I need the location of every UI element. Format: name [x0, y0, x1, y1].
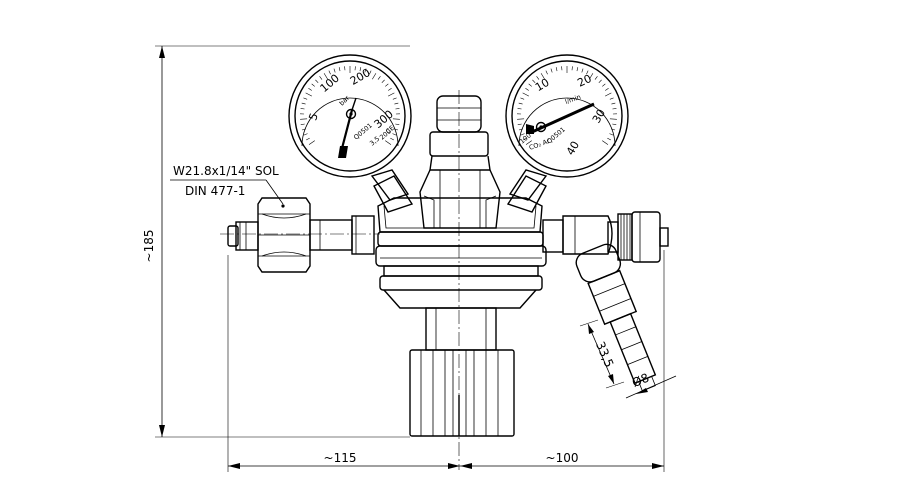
gauge-tick — [517, 123, 522, 125]
gauge-tick — [333, 68, 336, 73]
gauge-tick — [525, 140, 532, 145]
gauge-tick — [525, 87, 529, 91]
gauge-tick — [576, 67, 579, 72]
gauge-tick — [517, 108, 522, 110]
regulator-body — [373, 95, 547, 437]
gauge-tick — [381, 79, 385, 83]
gauge-tick — [377, 76, 381, 80]
outlet-assembly: 33,5 Ø8 — [542, 211, 677, 399]
width-dimensions: ~115 ~100 — [227, 250, 665, 472]
gauge-tick — [518, 128, 523, 131]
gauge-tick — [369, 70, 372, 75]
gauge-tick — [609, 133, 614, 136]
gauge-tick — [540, 73, 545, 80]
gauge-tick — [609, 97, 614, 100]
gauge-tick — [301, 102, 306, 105]
gauge-tick — [611, 102, 616, 105]
gauge-tick — [395, 123, 400, 125]
hose-diameter-label: Ø8 — [630, 371, 651, 390]
gauge-tick — [308, 140, 315, 145]
gauge-tick — [536, 76, 540, 80]
gauge-tick — [520, 133, 525, 136]
gauge-tick — [390, 137, 394, 141]
hose-length-label: 33,5 — [593, 339, 616, 369]
left-gauge-scale-200: 200 — [348, 66, 373, 88]
gauge-tick — [394, 128, 399, 131]
gauge-tick — [392, 133, 397, 136]
right-gauge-scale-30: 30 — [590, 107, 608, 126]
gauge-tick — [602, 83, 606, 87]
left-gauge: 5 100 200 300 bar Q0501 3,5 200 CE — [288, 54, 412, 178]
gauge-tick — [545, 70, 548, 75]
left-gauge-unit: bar — [338, 94, 352, 108]
gauge-tick — [306, 137, 310, 141]
gauge-tick — [607, 137, 611, 141]
left-width-label: ~115 — [324, 451, 357, 465]
gauge-tick — [388, 87, 392, 91]
gauge-tick — [589, 73, 594, 80]
right-gauge: 10 20 30 40 l/min Q0501 CO₂ Ar 100 — [505, 54, 629, 178]
gauge-tick — [611, 128, 616, 131]
gauge-tick — [522, 92, 529, 97]
gauge-tick — [303, 133, 308, 136]
gauge-tick — [594, 76, 598, 80]
gauge-tick — [550, 68, 553, 73]
right-width-label: ~100 — [546, 451, 579, 465]
gauge-tick — [338, 67, 341, 72]
right-gauge-gas: CO₂ Ar — [528, 137, 551, 152]
connection-thread-label: W21.8x1/14" SOL — [173, 164, 279, 178]
right-gauge-collar — [508, 169, 548, 201]
gauge-tick — [392, 97, 397, 100]
gauge-tick — [385, 83, 389, 87]
gauge-tick — [612, 123, 617, 125]
right-gauge-scale-10: 10 — [533, 76, 552, 94]
gauge-tick — [311, 83, 315, 87]
gauge-tick — [308, 87, 312, 91]
gauge-tick — [385, 140, 392, 145]
left-gauge-ce-mark: CE — [384, 124, 396, 136]
gauge-tick — [518, 102, 523, 105]
gauge-tick — [605, 92, 612, 97]
gauge-tick — [388, 92, 395, 97]
gauge-tick — [605, 87, 609, 91]
gauge-tick — [528, 83, 532, 87]
gauge-tick — [364, 68, 367, 73]
connection-standard-label: DIN 477-1 — [185, 184, 245, 198]
gauge-tick — [300, 123, 305, 125]
right-gauge-unit: l/min — [564, 93, 582, 106]
left-gauge-scale-100: 100 — [318, 72, 342, 95]
left-gauge-collar — [370, 169, 410, 201]
gauge-tick — [555, 67, 558, 72]
gauge-tick — [305, 92, 312, 97]
height-dimension: ~185 — [142, 45, 410, 438]
gauge-tick — [323, 73, 328, 80]
gauge-tick — [359, 67, 362, 72]
gauge-tick — [372, 73, 377, 80]
gauge-tick — [602, 140, 609, 145]
gauge-tick — [612, 108, 617, 110]
right-gauge-scale-20: 20 — [575, 72, 593, 90]
right-gauge-scale-40: 40 — [564, 139, 582, 158]
gauge-tick — [303, 97, 308, 100]
gauge-tick — [523, 137, 527, 141]
gauge-tick — [586, 70, 589, 75]
gauge-tick — [532, 79, 536, 83]
gauge-tick — [581, 68, 584, 73]
gauge-tick — [395, 108, 400, 110]
gauge-tick — [328, 70, 331, 75]
gauge-tick — [315, 79, 319, 83]
gauge-tick — [319, 76, 323, 80]
inlet-connection — [227, 197, 375, 273]
gauge-tick — [301, 128, 306, 131]
connection-callout: W21.8x1/14" SOL DIN 477-1 — [170, 164, 285, 208]
left-gauge-scale-5: 5 — [306, 111, 321, 122]
gauge-tick — [394, 102, 399, 105]
gauge-tick — [300, 108, 305, 110]
gauge-tick — [520, 97, 525, 100]
height-dimension-label: ~185 — [142, 230, 156, 263]
gauge-tick — [598, 79, 602, 83]
